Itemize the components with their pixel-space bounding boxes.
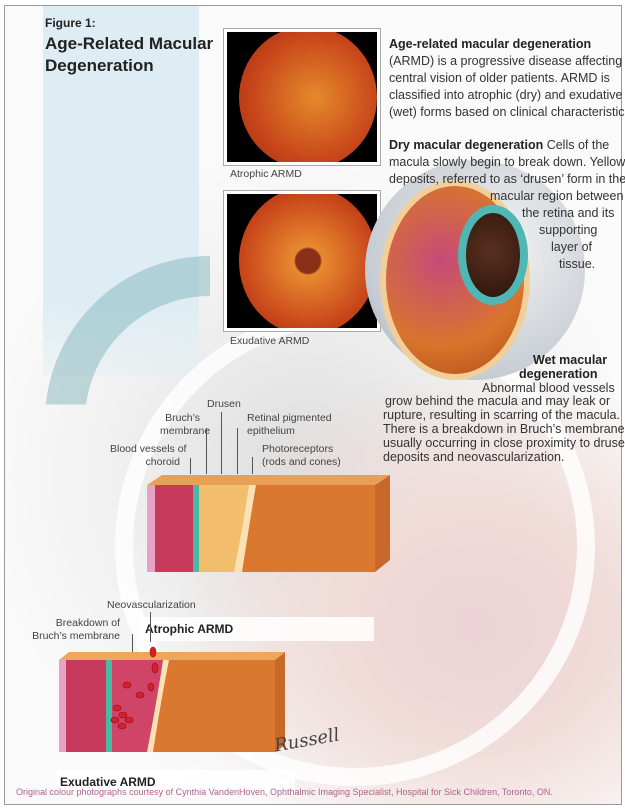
red-blood-cells bbox=[110, 646, 159, 730]
leader-line bbox=[221, 412, 222, 474]
label-line: membrane bbox=[160, 424, 211, 437]
figure-title: Age-Related Macular Degeneration bbox=[45, 33, 213, 77]
photo-caption: Exudative ARMD bbox=[230, 335, 310, 347]
wet-heading: degeneration bbox=[519, 366, 598, 381]
text-line: macula slowly begin to break down. Yello… bbox=[389, 155, 625, 169]
title-line: Age-Related Macular bbox=[45, 34, 214, 53]
label-line: choroid bbox=[145, 455, 180, 468]
atrophic-diagram-title: Atrophic ARMD bbox=[142, 617, 374, 641]
text-line: layer of bbox=[551, 240, 592, 254]
label-line: (rods and cones) bbox=[262, 455, 341, 468]
intro-heading: Age-related macular degeneration bbox=[389, 37, 592, 51]
label-line: Breakdown of bbox=[55, 617, 120, 629]
text-line: deposits, referred to as ‘drusen’ form i… bbox=[389, 172, 625, 186]
label-drusen: Drusen bbox=[207, 398, 241, 410]
label-line: Bruch’s membrane bbox=[32, 629, 120, 642]
text-line: the retina and its bbox=[522, 206, 615, 220]
text-line: (ARMD) is a progressive disease affectin… bbox=[389, 54, 625, 68]
label-line: Blood vessels of bbox=[110, 443, 187, 455]
text-line: supporting bbox=[539, 223, 598, 237]
figure-label: Figure 1: bbox=[45, 16, 96, 30]
wet-paragraph: Wet macular degeneration Abnormal blood … bbox=[383, 353, 625, 464]
text-line: macular region between bbox=[490, 189, 624, 203]
label-line: epithelium bbox=[247, 424, 295, 437]
photo-credit: Original colour photographs courtesy of … bbox=[16, 787, 553, 797]
text-line: classified into atrophic (dry) and exuda… bbox=[389, 88, 623, 102]
intro-paragraph: Age-related macular degeneration (ARMD) … bbox=[389, 36, 625, 121]
leader-line bbox=[150, 612, 151, 642]
text-line: deposits and neovascularization. bbox=[383, 449, 565, 464]
text-line: rupture, resulting in scarring of the ma… bbox=[383, 408, 620, 423]
wet-heading: Wet macular bbox=[533, 353, 608, 367]
photo-atrophic-fundus bbox=[223, 28, 381, 166]
text-line: grow behind the macula and may leak or bbox=[385, 394, 611, 409]
leader-line bbox=[190, 458, 191, 474]
text-line: central vision of older patients. ARMD i… bbox=[389, 71, 610, 85]
photo-exudative-fundus bbox=[223, 190, 381, 332]
exudative-diagram-title: Exudative ARMD bbox=[57, 770, 295, 794]
text-line: usually occurring in close proximity to … bbox=[383, 435, 625, 450]
atrophic-tissue-block bbox=[147, 475, 390, 572]
leader-line bbox=[252, 457, 253, 474]
dry-paragraph: Dry macular degeneration Cells of the ma… bbox=[389, 137, 625, 273]
title-line: Degeneration bbox=[45, 56, 154, 75]
iris-lens bbox=[458, 205, 528, 305]
leader-line bbox=[132, 634, 133, 652]
label-line: Bruch’s bbox=[165, 412, 200, 424]
label-line: Photoreceptors bbox=[262, 443, 334, 455]
dry-heading: Dry macular degeneration bbox=[389, 138, 544, 152]
label-line: Retinal pigmented bbox=[247, 412, 332, 424]
text-line: (wet) forms based on clinical characteri… bbox=[389, 105, 625, 119]
text-line: Cells of the bbox=[543, 138, 610, 152]
label-photoreceptors: Photoreceptors(rods and cones) bbox=[262, 443, 341, 468]
text-line: tissue. bbox=[559, 257, 596, 271]
photo-caption: Atrophic ARMD bbox=[230, 168, 302, 180]
text-line: There is a breakdown in Bruch’s membrane… bbox=[383, 421, 625, 436]
leader-line bbox=[237, 428, 238, 474]
exudative-tissue-block bbox=[59, 646, 285, 752]
label-neovascularization: Neovascularization bbox=[107, 599, 196, 611]
text-line: Abnormal blood vessels bbox=[482, 380, 615, 395]
leader-line bbox=[206, 428, 207, 474]
